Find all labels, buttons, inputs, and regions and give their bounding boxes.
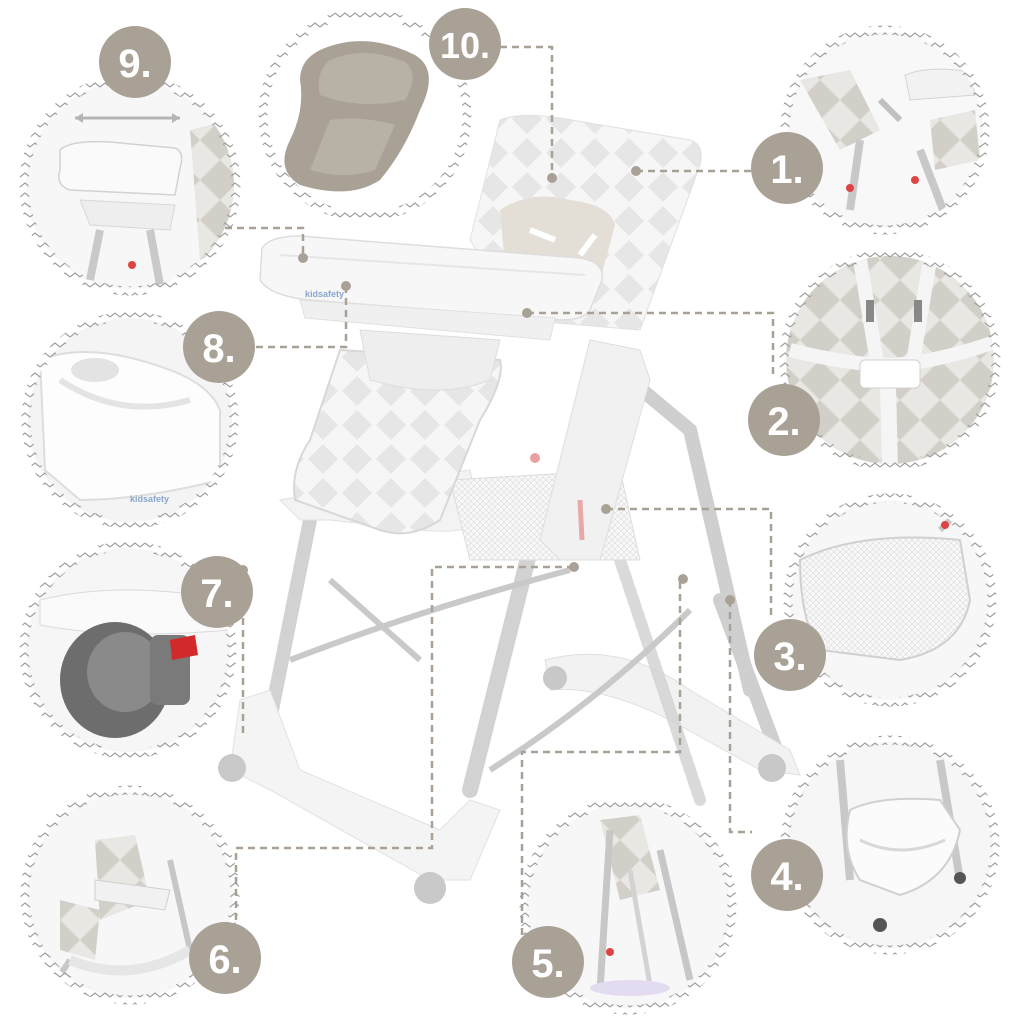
badge-3: 3. — [754, 619, 826, 691]
svg-text:8.: 8. — [202, 327, 235, 371]
badge-2: 2. — [748, 384, 820, 456]
badge-9: 9. — [99, 26, 171, 98]
svg-text:6.: 6. — [208, 938, 241, 982]
number-badges: 1. 2. 3. 4. 5. 6. 7. 8. — [99, 8, 826, 998]
badge-4: 4. — [751, 839, 823, 911]
badge-6: 6. — [189, 922, 261, 994]
detail-4-tray-storage — [780, 735, 1000, 955]
high-chair-main-image: kidsafety — [218, 114, 801, 904]
detail-10-seat-insert — [258, 8, 472, 222]
detail-3-storage-basket — [783, 493, 997, 707]
svg-text:4.: 4. — [770, 855, 803, 899]
svg-text:7.: 7. — [200, 572, 233, 616]
tray-brand-logo: kidsafety — [305, 289, 344, 299]
cup-holder-brand-logo: kidsafety — [130, 494, 169, 504]
svg-text:5.: 5. — [531, 942, 564, 986]
badge-10: 10. — [429, 8, 501, 80]
svg-text:10.: 10. — [440, 25, 490, 66]
badge-7: 7. — [181, 556, 253, 628]
svg-text:2.: 2. — [767, 400, 800, 444]
detail-8-tray-cup-holder: kidsafety — [21, 311, 239, 529]
badge-8: 8. — [183, 311, 255, 383]
svg-text:1.: 1. — [770, 148, 803, 192]
detail-2-harness — [779, 249, 1001, 471]
svg-text:3.: 3. — [773, 635, 806, 679]
detail-9-tray-adjustment — [19, 74, 241, 296]
detail-1-folding — [780, 25, 990, 235]
detail-5-compact-fold — [519, 797, 737, 1015]
svg-text:9.: 9. — [118, 42, 151, 86]
badge-5: 5. — [512, 926, 584, 998]
leader-dots — [238, 166, 735, 605]
badge-1: 1. — [751, 132, 823, 204]
detail-6-recline — [20, 785, 240, 1005]
